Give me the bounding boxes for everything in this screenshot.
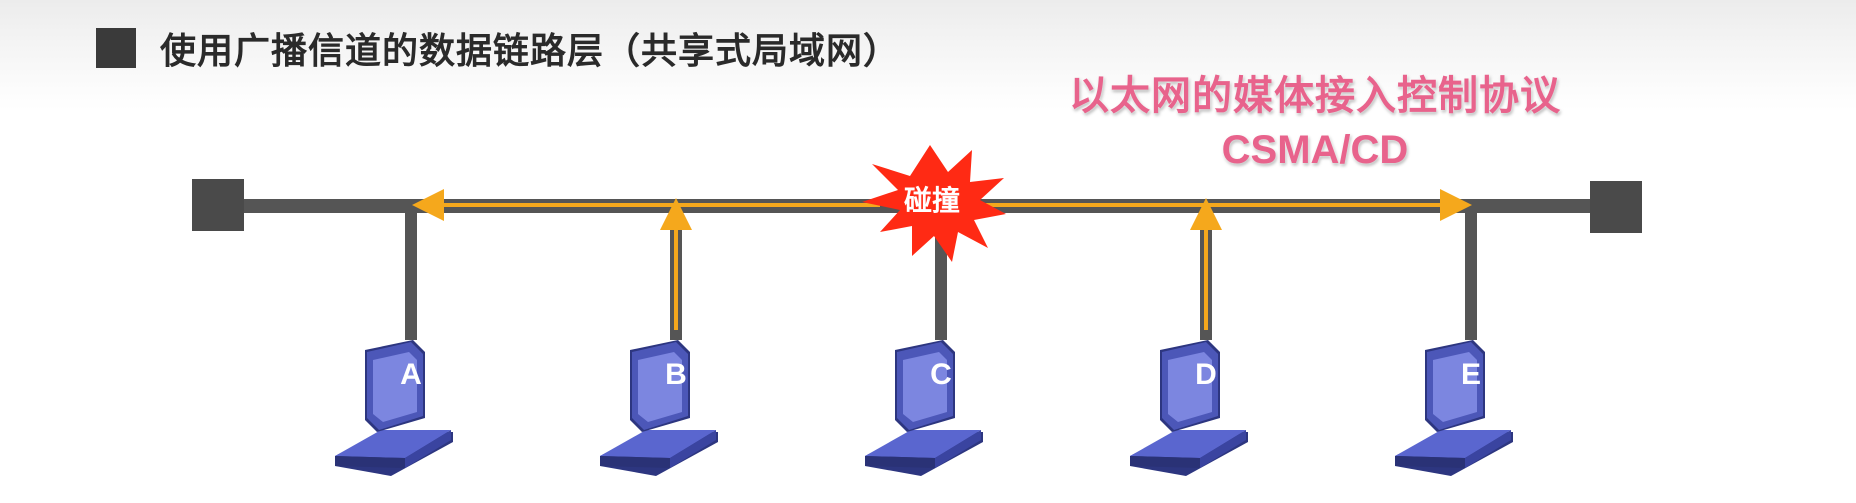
title-bullet-icon <box>96 28 136 68</box>
collision-burst-icon: 碰撞 <box>862 145 1006 262</box>
bus-terminator-icon <box>192 179 244 231</box>
host-label-e: E <box>1461 358 1481 391</box>
protocol-caption: 以太网的媒体接入控制协议 CSMA/CD <box>1060 70 1570 178</box>
host-label-c: C <box>930 358 952 391</box>
laptop-icon <box>865 340 983 476</box>
page-title: 使用广播信道的数据链路层（共享式局域网） <box>160 31 901 72</box>
laptop-c[interactable]: C <box>865 340 983 476</box>
bus-terminator-icon <box>1590 181 1642 233</box>
host-label-a: A <box>400 358 422 391</box>
laptop-icon <box>1130 340 1248 476</box>
laptop-d[interactable]: D <box>1130 340 1248 476</box>
host-label-b: B <box>665 358 687 391</box>
laptop-b[interactable]: B <box>600 340 718 476</box>
slide-title: 使用广播信道的数据链路层（共享式局域网） <box>96 22 900 74</box>
collision-label: 碰撞 <box>904 184 960 217</box>
laptop-icon <box>600 340 718 476</box>
protocol-acronym: CSMA/CD <box>1221 128 1409 172</box>
laptop-a[interactable]: A <box>335 340 453 476</box>
host-label-d: D <box>1195 358 1217 391</box>
protocol-name: 以太网的媒体接入控制协议 <box>1069 73 1561 119</box>
laptop-icon <box>1395 340 1513 476</box>
laptop-icon <box>335 340 453 476</box>
laptop-e[interactable]: E <box>1395 340 1513 476</box>
